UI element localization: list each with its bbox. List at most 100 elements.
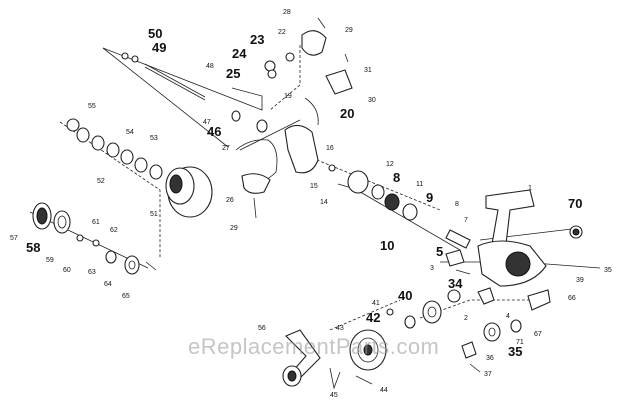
part-43-gear-inner (357, 337, 379, 363)
label-part-12: 12 (386, 161, 394, 168)
label-part-26: 26 (226, 197, 234, 204)
label-part-23: 23 (250, 32, 264, 47)
part-61-bushing (76, 234, 84, 242)
label-part-34: 34 (448, 276, 463, 291)
label-part-31: 31 (364, 67, 372, 74)
part-drag-washer-1 (76, 127, 90, 143)
part-48-shaft (144, 63, 206, 98)
guide-line-bail-wire (239, 119, 301, 151)
label-part-63: 63 (88, 269, 96, 276)
label-part-19: 19 (284, 93, 292, 100)
part-57-cap-inner (36, 207, 48, 225)
part-43-gear-hub (363, 344, 373, 356)
part-62-ring (92, 239, 100, 247)
label-part-15: 15 (310, 183, 318, 190)
bail-rotor-assembly (235, 17, 471, 249)
part-50-screw (121, 52, 129, 60)
part-2-lever (477, 287, 495, 305)
part-3-screw (455, 269, 471, 275)
part-46-nut (231, 110, 241, 122)
label-part-25: 25 (226, 66, 240, 81)
label-part-48: 48 (206, 63, 214, 70)
part-23-washer (285, 52, 295, 62)
part-15-washer (328, 164, 336, 172)
part-30-plate (325, 69, 353, 95)
label-part-57: 57 (10, 235, 18, 242)
part-58-gear (53, 210, 71, 234)
part-9-washer (402, 203, 418, 221)
label-part-62: 62 (110, 227, 118, 234)
label-part-49: 49 (152, 40, 166, 55)
label-part-30: 30 (368, 97, 376, 104)
watermark-text: eReplacementParts.com (188, 334, 440, 359)
label-part-8a: 8 (393, 170, 400, 185)
guide-line-rotor (311, 157, 441, 211)
label-part-22: 22 (278, 29, 286, 36)
label-part-39: 39 (576, 277, 584, 284)
part-11-bearing (384, 193, 400, 211)
part-25-screw (267, 69, 277, 79)
label-part-52: 52 (97, 178, 105, 185)
guide-line-spool-stack (59, 121, 161, 258)
part-body-gear-housing (505, 251, 531, 277)
part-drag-washer-2 (91, 135, 105, 151)
part-19-spring (304, 97, 319, 126)
part-45-shaft (329, 367, 341, 390)
part-48-shaft-edge (144, 66, 206, 101)
label-part-14: 14 (320, 199, 328, 206)
label-part-1: 1 (528, 185, 532, 192)
part-36-clip (461, 341, 477, 359)
label-part-28: 28 (283, 9, 291, 16)
label-part-65: 65 (122, 293, 130, 300)
label-part-2: 2 (464, 315, 468, 322)
label-part-51: 51 (150, 211, 158, 218)
label-part-16: 16 (326, 145, 334, 152)
label-part-55: 55 (88, 103, 96, 110)
label-part-40: 40 (398, 288, 412, 303)
part-71-bushing (510, 319, 522, 333)
label-part-56: 56 (258, 325, 266, 332)
label-part-67: 67 (534, 331, 542, 338)
guide-line-bail-top (269, 45, 301, 111)
part-64-bore (128, 260, 136, 270)
label-part-4: 4 (506, 313, 510, 320)
label-part-43: 43 (336, 325, 344, 332)
part-16-rotor-arm (284, 124, 319, 174)
label-part-35b: 35 (508, 344, 522, 359)
guide-line-handle (329, 299, 401, 331)
label-part-37: 37 (484, 371, 492, 378)
handle-side-parts (32, 202, 157, 275)
part-handle-knob-cap (287, 370, 297, 382)
label-part-58: 58 (26, 240, 40, 255)
label-part-54: 54 (126, 129, 134, 136)
part-22-arm (301, 30, 327, 56)
label-part-44: 44 (380, 387, 388, 394)
part-7-pinion (445, 229, 471, 249)
label-part-9: 9 (426, 190, 433, 205)
part-51-spool-hub (169, 174, 183, 194)
part-64-washer (124, 255, 140, 275)
label-part-11: 11 (416, 181, 423, 188)
spool-assembly (66, 52, 268, 218)
part-1-body-foot (485, 189, 535, 245)
label-part-27: 27 (222, 145, 230, 152)
part-drag-washer-3 (106, 142, 120, 158)
label-part-3: 3 (430, 265, 434, 272)
part-12-rotor-nut (347, 170, 369, 194)
part-40-gear-bore (427, 306, 437, 318)
part-drag-washer-6 (149, 164, 163, 180)
label-part-35a: 35 (604, 267, 612, 274)
part-37-screw (469, 363, 481, 373)
label-part-71: 71 (516, 339, 524, 346)
guide-line-spool-left (102, 47, 229, 148)
label-part-50: 50 (148, 26, 162, 41)
part-29-pin (253, 197, 257, 219)
part-41-screw (386, 308, 394, 316)
label-part-42: 42 (366, 310, 380, 325)
label-part-47: 47 (203, 119, 211, 126)
label-part-29b: 29 (230, 225, 238, 232)
part-40-gear (422, 300, 442, 324)
label-part-29a: 29 (345, 27, 353, 34)
part-drag-washer-4 (120, 149, 134, 165)
part-31-pin (344, 53, 349, 63)
